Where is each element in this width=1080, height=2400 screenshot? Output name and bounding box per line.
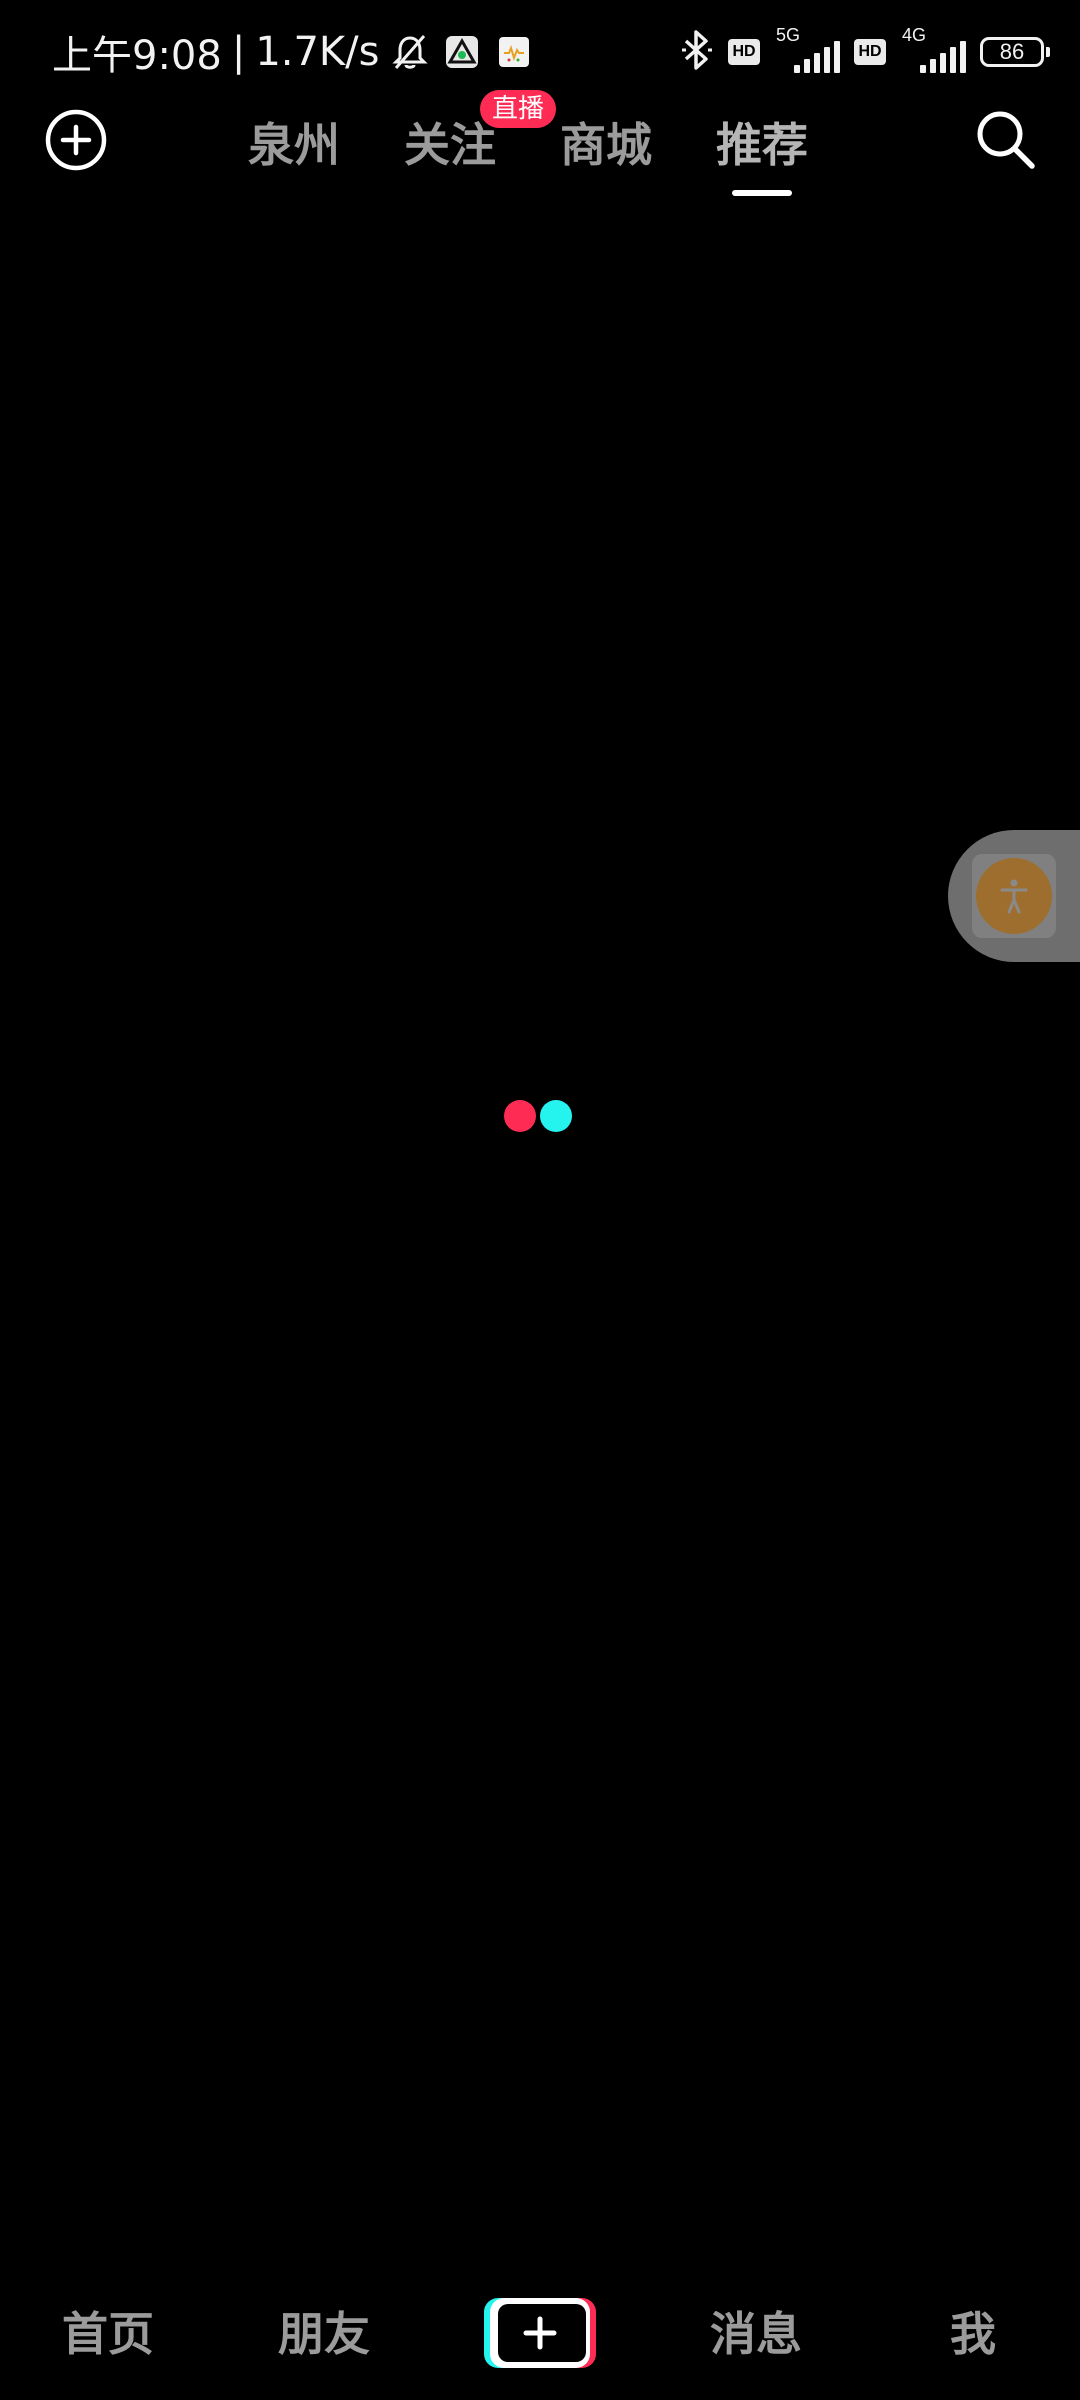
battery-level: 86 <box>999 39 1025 64</box>
status-separator: | <box>231 29 246 75</box>
tab-recommended[interactable]: 推荐 <box>716 104 808 196</box>
app-notification-icon-2 <box>493 31 535 73</box>
network-type-sim1: 5G <box>776 25 801 45</box>
top-nav: 泉州 关注 直播 商城 推荐 <box>0 90 1080 216</box>
tab-label: 推荐 <box>716 118 808 172</box>
nav-messages[interactable]: 消息 <box>710 2307 802 2361</box>
app-notification-icon <box>441 31 483 73</box>
hd-badge-sim2: HD <box>854 39 886 65</box>
tab-mall[interactable]: 商城 <box>560 104 652 180</box>
search-button[interactable] <box>972 106 1038 172</box>
loading-dot-pink <box>504 1100 536 1132</box>
signal-sim1-icon: 5G <box>774 25 840 77</box>
loading-indicator <box>504 1100 572 1132</box>
tab-label: 商城 <box>560 118 652 172</box>
accessibility-container <box>972 854 1056 938</box>
live-badge: 直播 <box>479 90 556 128</box>
network-speed: 1.7K/s <box>255 29 380 75</box>
hd-badge-sim1: HD <box>728 39 760 65</box>
loading-dot-cyan <box>540 1100 572 1132</box>
status-bar: 上午9:08 | 1.7K/s <box>0 0 1080 104</box>
nav-home[interactable]: 首页 <box>62 2307 154 2361</box>
tab-label: 泉州 <box>248 118 340 172</box>
network-type-sim2: 4G <box>902 25 927 45</box>
bottom-nav: 首页 朋友 消息 我 <box>0 2268 1080 2400</box>
search-icon <box>977 111 1035 169</box>
bell-muted-icon <box>389 31 431 73</box>
add-circle-button[interactable] <box>44 108 108 172</box>
signal-bars-sim1 <box>794 41 840 73</box>
battery-icon: 86 <box>980 37 1050 67</box>
plus-icon <box>496 2304 584 2362</box>
signal-bars-sim2 <box>920 41 966 73</box>
add-circle-icon <box>45 109 107 171</box>
create-button[interactable] <box>484 2298 596 2368</box>
status-bar-left: 上午9:08 | 1.7K/s <box>52 22 535 82</box>
tab-following[interactable]: 关注 直播 <box>404 90 556 180</box>
nav-me[interactable]: 我 <box>950 2307 996 2361</box>
nav-friends[interactable]: 朋友 <box>278 2307 370 2361</box>
tab-label: 关注 <box>404 118 496 172</box>
accessibility-float-button[interactable] <box>948 830 1080 962</box>
status-bar-right: HD 5G HD 4G 86 <box>680 22 1050 82</box>
signal-sim2-icon: 4G <box>900 25 966 77</box>
tab-quanzhou[interactable]: 泉州 <box>248 104 340 180</box>
feed-tabs: 泉州 关注 直播 商城 推荐 <box>248 90 872 204</box>
accessibility-icon <box>976 858 1052 934</box>
status-time: 上午9:08 <box>52 33 222 79</box>
bluetooth-icon <box>680 29 714 75</box>
